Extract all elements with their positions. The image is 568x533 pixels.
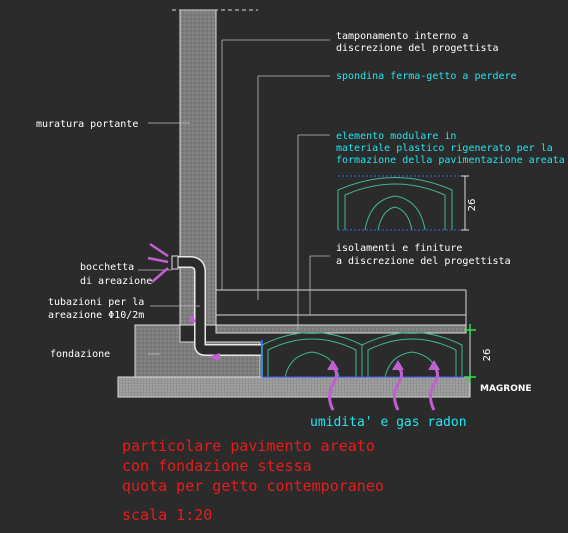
label-magrone: MAGRONE [480,384,532,394]
label-spondina: spondina ferma-getto a perdere [336,71,517,82]
title-line-2: con fondazione stessa [122,457,312,475]
modular-elements-floor [261,332,466,378]
label-bocchetta-2: di areazione [80,276,152,287]
label-bocchetta-1: bocchetta [80,262,134,273]
title-scale: scala 1:20 [122,506,212,524]
floor-slab [215,324,467,334]
title-line-3: quota per getto contemporaneo [122,477,384,495]
dimension-floor: 26 [464,324,493,383]
label-tubazioni-2: areazione Φ10/2m [48,310,144,321]
magrone-layer [117,376,471,398]
module-detail [337,175,460,231]
label-fondazione: fondazione [50,349,110,360]
label-tubazioni-1: tubazioni per la [48,297,144,308]
title-line-1: particolare pavimento areato [122,437,375,455]
label-tamponamento-2: discrezione del progettista [336,43,499,54]
label-tamponamento-1: tamponamento interno a [336,31,468,42]
vent-grille [171,255,179,270]
flow-arrow-icon [188,314,220,361]
label-muratura: muratura portante [36,119,138,130]
label-isolamenti-1: isolamenti e finiture [336,243,462,254]
dimension-module: 26 [461,175,478,231]
label-isolamenti-2: a discrezione del progettista [336,256,511,267]
label-umidita: umidita' e gas radon [310,415,467,430]
label-elemento-2: materiale plastico rigenerato per la [336,143,553,154]
label-elemento-1: elemento modulare in [336,131,456,142]
label-elemento-3: formazione della pavimentazione areata [336,155,565,166]
dimension-label-floor: 26 [482,349,493,362]
dimension-label-module: 26 [467,199,478,212]
radon-arrow-icon [328,365,439,411]
leader-lines [138,39,330,355]
air-arrow-icon [147,242,169,283]
